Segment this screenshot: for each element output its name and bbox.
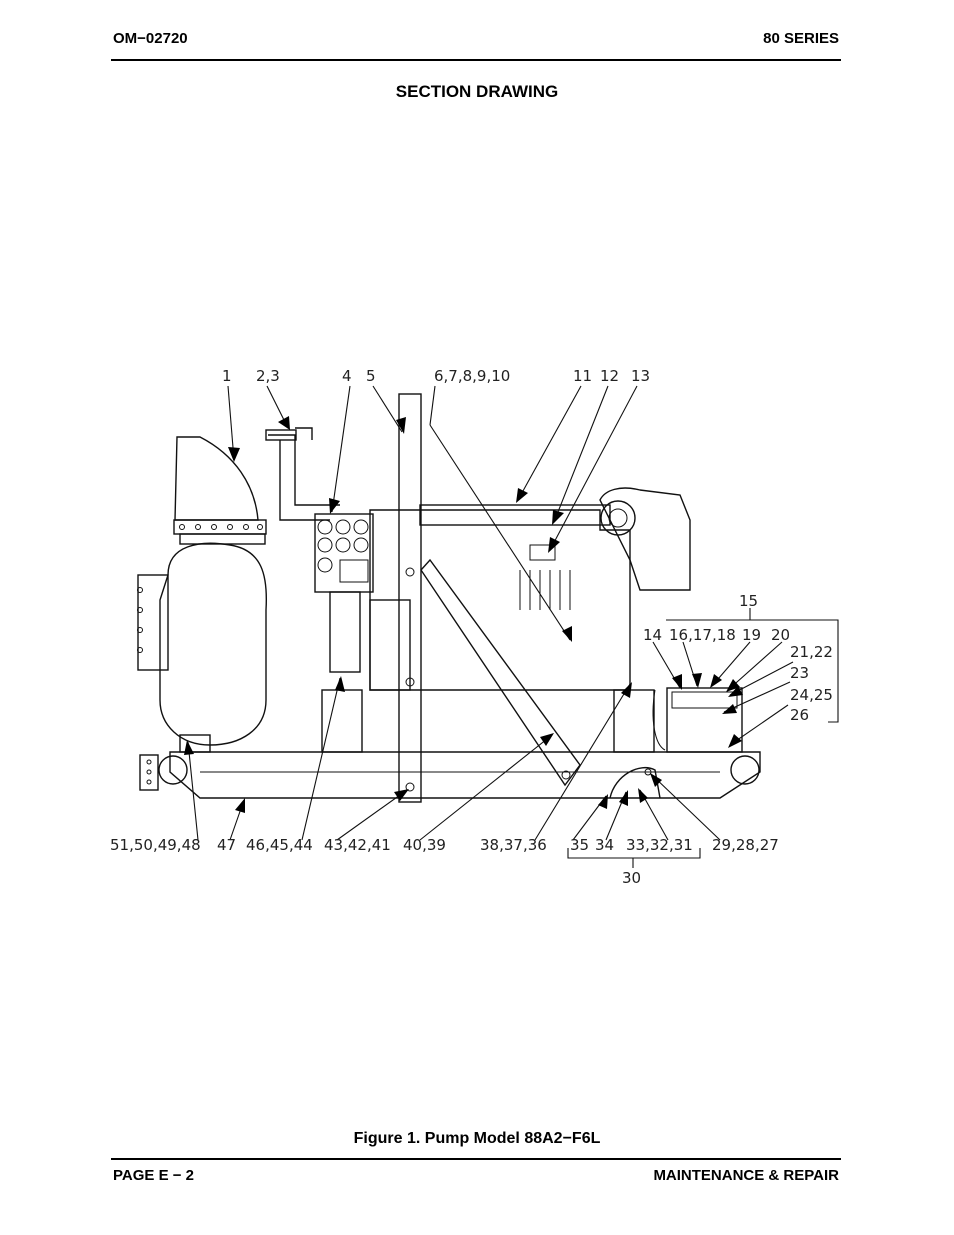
- leader-arrowheads: [184, 416, 743, 813]
- control-panel: [314, 513, 374, 673]
- callout-30: 30: [622, 869, 641, 887]
- callout-38-36: 38,37,36: [480, 836, 547, 854]
- callout-13: 13: [631, 367, 650, 385]
- callout-15: 15: [739, 592, 758, 610]
- callout-34: 34: [595, 836, 614, 854]
- base-skid: [139, 751, 761, 799]
- callout-2-3: 2,3: [256, 367, 280, 385]
- battery-box: [652, 687, 743, 753]
- callout-6-10: 6,7,8,9,10: [434, 367, 510, 385]
- callout-19: 19: [742, 626, 761, 644]
- pump-casing: [137, 436, 268, 753]
- callout-35: 35: [570, 836, 589, 854]
- callout-24-25: 24,25: [790, 686, 833, 704]
- footer-rule: [111, 1158, 841, 1160]
- lifting-bail: [398, 393, 581, 803]
- callout-21-22: 21,22: [790, 643, 833, 661]
- drain-assembly: [609, 766, 661, 799]
- callout-14: 14: [643, 626, 662, 644]
- callout-1: 1: [222, 367, 232, 385]
- callout-29-27: 29,28,27: [712, 836, 779, 854]
- page-number: PAGE E − 2: [113, 1167, 195, 1184]
- callout-47: 47: [217, 836, 236, 854]
- discharge-pipe: [265, 427, 340, 521]
- doc-number: OM−02720: [113, 30, 188, 47]
- section-name: MAINTENANCE & REPAIR: [653, 1167, 839, 1184]
- callout-12: 12: [600, 367, 619, 385]
- callout-20: 20: [771, 626, 790, 644]
- callout-40-39: 40,39: [403, 836, 446, 854]
- section-title: SECTION DRAWING: [395, 82, 559, 101]
- callout-16-18: 16,17,18: [669, 626, 736, 644]
- series-label: 80 SERIES: [763, 30, 839, 47]
- callout-5: 5: [366, 367, 376, 385]
- figure-caption: Figure 1. Pump Model 88A2−F6L: [353, 1130, 601, 1147]
- callout-11: 11: [573, 367, 592, 385]
- engine: [321, 487, 691, 753]
- callout-labels: 1 2,3 4 5 6,7,8,9,10 11 12 13 15 14 16,1…: [110, 367, 833, 887]
- callout-33-31: 33,32,31: [626, 836, 693, 854]
- callout-26: 26: [790, 706, 809, 724]
- callout-51-48: 51,50,49,48: [110, 836, 201, 854]
- callout-43-41: 43,42,41: [324, 836, 391, 854]
- callout-4: 4: [342, 367, 352, 385]
- callout-23: 23: [790, 664, 809, 682]
- leader-lines: [187, 385, 839, 868]
- callout-46-44: 46,45,44: [246, 836, 313, 854]
- header-rule: [111, 59, 841, 61]
